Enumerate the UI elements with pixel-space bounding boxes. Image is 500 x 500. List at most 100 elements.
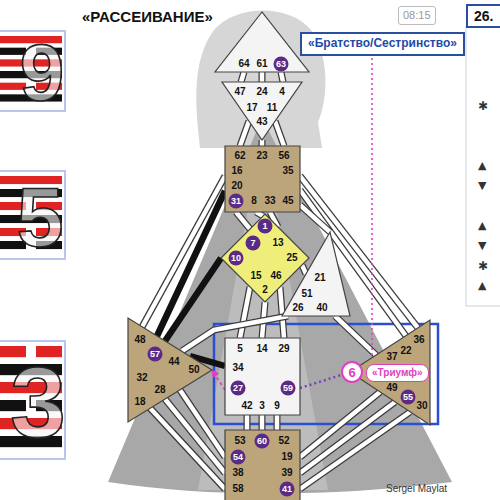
gate-number: 61 <box>256 59 267 69</box>
gate-number: 62 <box>234 151 245 161</box>
channel-path <box>241 72 244 82</box>
date-box: 26. <box>466 4 500 28</box>
channel-outline <box>240 287 250 338</box>
gate-number: 21 <box>314 273 325 283</box>
gate-number: 22 <box>400 346 411 356</box>
gate-number: 8 <box>251 196 257 206</box>
channel-outline <box>275 121 284 146</box>
gate-number: 47 <box>234 87 245 97</box>
callout-box: «Триумф» <box>366 364 429 382</box>
channel-line <box>241 72 244 82</box>
gate-number: 13 <box>272 238 283 248</box>
gate-number: 39 <box>281 468 292 478</box>
channel-path <box>260 415 265 430</box>
gate-marker <box>229 251 244 266</box>
gate-number: 59 <box>283 384 293 393</box>
planet-symbol: ▲ <box>478 160 486 171</box>
channel-line <box>240 121 249 146</box>
channel-outline <box>302 265 306 274</box>
spleen-center: 48574450322818 <box>126 316 214 424</box>
gate-number: 44 <box>168 357 179 367</box>
channel-line <box>302 265 306 274</box>
channel-outline <box>236 212 250 229</box>
gate-marker <box>148 347 163 362</box>
channel-outline <box>259 72 266 82</box>
gate-number: 9 <box>274 401 280 411</box>
gate-number: 10 <box>231 254 241 263</box>
center-shape <box>128 318 212 422</box>
gate-number: 26 <box>292 303 303 313</box>
channel-line <box>281 72 283 82</box>
gate-number: 60 <box>257 437 267 446</box>
channel-line <box>142 176 225 327</box>
channel-path <box>281 72 283 82</box>
channel-line <box>256 212 263 216</box>
center-shape <box>215 12 309 72</box>
channel-outline <box>180 390 225 457</box>
channel-line <box>300 205 330 232</box>
planet-symbol: ▼ <box>478 240 486 251</box>
channel-path <box>180 390 225 457</box>
channel-line <box>247 415 248 430</box>
channel-line <box>335 316 376 355</box>
channel-line <box>372 58 373 364</box>
gate-number: 15 <box>250 271 261 281</box>
body-silhouette <box>108 118 452 494</box>
channel-line <box>275 121 284 146</box>
center-shape <box>222 82 302 140</box>
planet-symbol: ▼ <box>478 180 486 191</box>
channel-outline <box>142 176 225 327</box>
channel-outline <box>241 72 244 82</box>
box-text: «Братство/Сестринство» <box>308 37 457 51</box>
time-box: 08:15 <box>398 6 436 25</box>
gate-number: 14 <box>256 344 267 354</box>
gate-marker <box>229 194 244 209</box>
gate-number: 20 <box>231 181 242 191</box>
gate-number: 43 <box>256 117 267 127</box>
gate-number: 35 <box>282 166 293 176</box>
channel-line <box>300 412 410 489</box>
gate-number: 41 <box>282 485 292 494</box>
gate-number: 38 <box>232 468 243 478</box>
gate-number: 33 <box>264 196 275 206</box>
center-shape <box>225 146 300 212</box>
channel-path <box>371 58 373 364</box>
gate-number: 1 <box>262 222 267 231</box>
gate-number: 50 <box>188 365 199 375</box>
planet-symbol: ✱ <box>478 260 488 272</box>
channel-line <box>262 415 263 430</box>
center-outline <box>126 316 214 424</box>
channel-line <box>212 370 225 390</box>
channel-path <box>260 72 265 82</box>
gate-marker <box>231 381 246 396</box>
channel-line <box>300 375 341 388</box>
channel-line <box>300 176 418 328</box>
gate-number: 5 <box>237 344 243 354</box>
gate-number: 17 <box>246 103 257 113</box>
channel-outline <box>281 72 283 82</box>
channel-path <box>236 212 250 229</box>
channel-path <box>300 402 395 473</box>
channel-path <box>275 415 280 430</box>
box-text: «Триумф» <box>372 367 423 379</box>
ego-center: 21512640 <box>280 230 352 318</box>
gate-number: 34 <box>232 363 243 373</box>
channel-outline <box>256 212 263 216</box>
ajna-center: 47244171143 <box>218 80 306 142</box>
channel-outline <box>300 205 330 232</box>
gate-marker <box>274 57 289 72</box>
center-shape <box>282 232 350 316</box>
throat-center: 6223561635203183345 <box>225 146 300 212</box>
diagram-title: «РАССЕИВАНИЕ» <box>82 9 213 24</box>
channel-outline <box>300 176 418 328</box>
channel-line <box>240 287 250 338</box>
big-digit: 9 <box>20 33 65 113</box>
planet-symbol: ✱ <box>478 100 488 112</box>
big-digit: 3 <box>10 352 66 452</box>
channel-outline <box>300 402 395 473</box>
channel-path <box>300 205 330 232</box>
callout-box: «Братство/Сестринство» <box>300 32 465 56</box>
channel-line <box>180 390 225 457</box>
gate-number: 57 <box>150 350 160 359</box>
channel-path <box>335 316 376 355</box>
